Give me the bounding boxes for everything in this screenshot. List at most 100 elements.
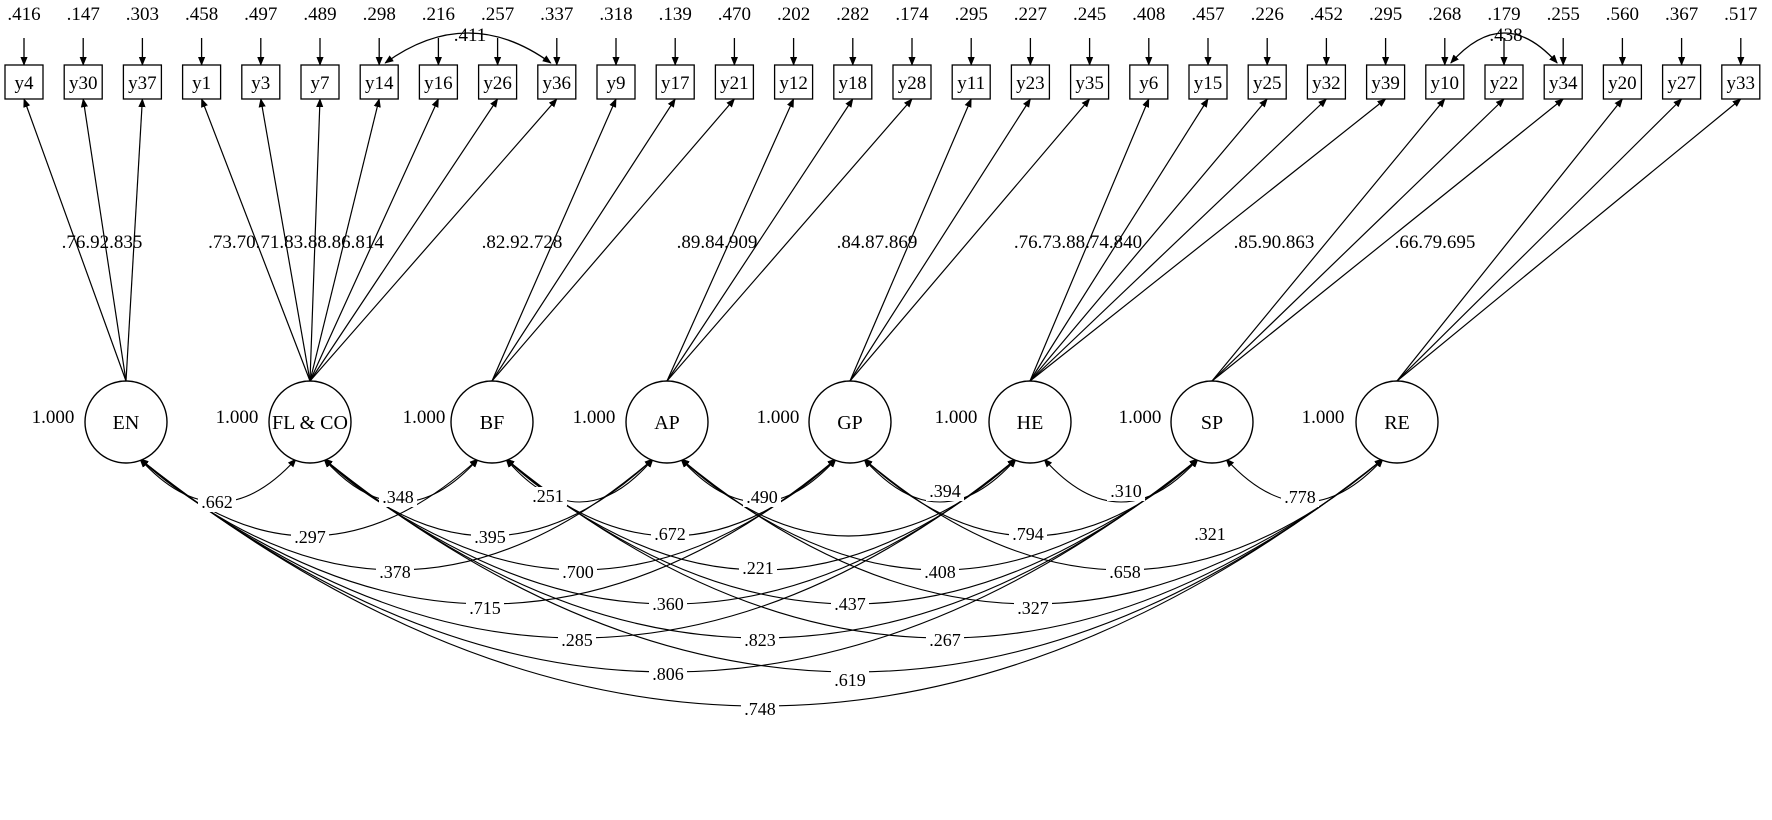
indicator-box-y10 [1425,64,1465,100]
loading-arrow [80,98,127,382]
correlation-label-background [831,595,869,614]
error-variance-y25: .226 [1251,4,1284,25]
loading-arrow [258,98,311,382]
indicator-box-y25 [1247,64,1287,100]
factor-correlation-value: .794 [1012,524,1044,544]
loading-arrow [309,98,324,382]
correlation-label-background [558,631,596,650]
error-variance-y22: .179 [1487,4,1520,25]
loading-arrow [1211,98,1446,382]
factor-correlation-value: .267 [929,630,961,650]
factor-correlation-value: .360 [652,594,684,614]
loading-arrow [1029,98,1209,382]
factor-correlation-value: .321 [1194,524,1226,544]
error-variance-y37: .303 [126,4,159,25]
error-variance-y35: .245 [1073,4,1106,25]
indicator-label-y22: y22 [1490,73,1519,94]
factor-correlation-value: .395 [474,527,506,547]
factor-variance: 1.000 [573,407,616,428]
correlation-label-background [1014,599,1052,618]
factor-loadings: .84.87.869 [837,232,918,253]
indicator-box-y9 [596,64,636,100]
loading-arrow [309,98,499,382]
indicator-box-y22 [1484,64,1524,100]
error-variance-y34: .255 [1547,4,1580,25]
error-variance-y10: .268 [1428,4,1461,25]
indicator-box-y4 [4,64,44,100]
error-variance-y6: .408 [1132,4,1165,25]
loading-arrow [309,98,439,382]
indicator-label-y9: y9 [607,73,626,94]
factor-correlation-value: .748 [744,699,776,719]
latent-factor-label: AP [654,412,680,434]
loading-arrow [309,98,558,382]
error-variance-y9: .318 [599,4,632,25]
factor-correlation-value: .658 [1109,562,1141,582]
error-arrows [20,38,1745,66]
loading-arrows [23,98,1742,382]
factor-correlation-value: .378 [379,562,411,582]
loading-arrow [1029,98,1268,382]
factor-loadings: .82.92.728 [482,232,563,253]
error-covariance-curves [384,32,1558,64]
factor-correlation-value: .221 [742,558,774,578]
correlation-label-background [1106,563,1144,582]
correlation-label-background [741,700,779,719]
indicator-label-y30: y30 [69,73,98,94]
loading-arrow [1396,98,1683,382]
indicator-label-y20: y20 [1608,73,1637,94]
factor-correlation-curve [1043,458,1199,503]
indicator-box-y26 [477,64,518,100]
loading-arrow [125,98,146,382]
indicator-label-y26: y26 [483,73,512,94]
indicator-box-y16 [418,64,459,100]
error-variance-y3: .497 [244,4,277,25]
latent-factor-circle [450,380,534,464]
correlation-label-background [739,559,777,578]
correlation-label-background [379,488,417,507]
error-variance-y21: .470 [718,4,751,25]
indicator-box-y14 [359,64,399,100]
correlation-label-background [1191,525,1229,544]
loading-arrow [1396,98,1742,382]
factor-variance: 1.000 [32,407,75,428]
factor-correlation-value: .715 [469,598,501,618]
factor-variance: 1.000 [1302,407,1345,428]
indicator-label-y23: y23 [1016,73,1045,94]
indicator-label-y35: y35 [1075,73,1104,94]
loading-arrow [23,98,127,382]
factor-correlation-curve [505,458,654,503]
error-covariance-curve [1450,32,1558,64]
indicator-box-y11 [951,64,991,100]
indicator-box-y21 [714,64,755,100]
indicator-box-y30 [63,64,103,100]
indicator-label-y3: y3 [251,73,270,94]
indicator-label-y37: y37 [128,73,157,94]
indicator-label-y7: y7 [311,73,330,94]
factor-variance: 1.000 [1119,407,1162,428]
error-variance-y36: .337 [540,4,573,25]
indicator-label-y14: y14 [365,73,394,94]
loading-arrow [666,98,795,382]
latent-factor-label: EN [113,412,140,434]
indicator-box-y33 [1721,64,1761,100]
error-variance-y4: .416 [7,4,40,25]
loading-arrow [1211,98,1564,382]
correlation-label-background [291,528,329,547]
loading-arrow [1211,98,1505,382]
error-variance-y12: .202 [777,4,810,25]
indicator-box-y12 [773,64,814,100]
latent-factor-label: SP [1201,412,1223,434]
indicator-box-y34 [1543,64,1583,100]
loading-arrow [666,98,913,382]
loading-arrow [849,98,972,382]
indicator-label-y4: y4 [15,73,35,94]
factor-correlation-value: .310 [1110,481,1142,501]
factor-correlation-value: .285 [561,630,593,650]
error-covariance-curve [384,32,552,64]
latent-factor-label: FL & CO [272,412,348,434]
error-variance-y14: .298 [363,4,396,25]
error-variance-y39: .295 [1369,4,1402,25]
factor-correlation-value: .823 [744,630,776,650]
